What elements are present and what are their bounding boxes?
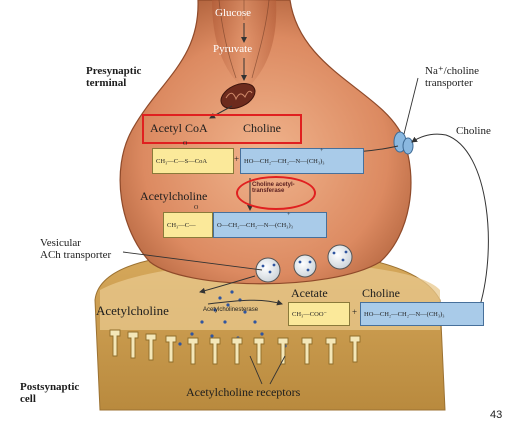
ach-n-plus: + [287, 212, 291, 218]
na-choline-transporter-label: Na⁺/choline transporter [425, 65, 480, 89]
choline-n-plus: + [320, 148, 324, 154]
pyruvate-label: Pyruvate [213, 43, 253, 55]
vesicle-3 [327, 244, 353, 270]
highlight-acetylcoa-choline [142, 114, 302, 144]
release-arrow [199, 275, 256, 294]
arrow-mito-acetylcoa [209, 105, 233, 119]
acetylcholine-top-label: Acetylcholine [140, 189, 208, 203]
ach-choline-formula-text: O—CH₂—CH₂—N—(CH₃)₃ [217, 221, 293, 229]
axon-fibers [218, 0, 270, 79]
axon-core [212, 0, 277, 90]
choline-cleft-formula: HO—CH₂—CH₂—N—(CH₃)₃ [360, 302, 484, 326]
cleft-plus-sign: + [352, 307, 358, 317]
na-choline-transporter [393, 131, 414, 155]
acetate-label: Acetate [291, 286, 328, 300]
pointer-na-transporter [403, 77, 419, 135]
plus-sign: + [234, 154, 240, 164]
postsynaptic-cell-label: Postsynaptic cell [20, 381, 80, 405]
synaptic-cleft [100, 262, 440, 330]
choline-formula: HO—CH₂—CH₂—N—(CH₃)₃ [240, 148, 364, 174]
choline-formula-text: HO—CH₂—CH₂—N—(CH₃)₃ [244, 157, 325, 165]
acetate-formula: CH₃—COO⁻ [288, 302, 350, 326]
acetylcholine-cleft-label: Acetylcholine [96, 303, 169, 318]
choline-cleft-formula-text: HO—CH₂—CH₂—N—(CH₃)₃ [364, 310, 445, 318]
highlight-choline-acetyltransferase [236, 176, 316, 210]
pointer-vesicular-transporter [122, 251, 263, 271]
vesicular-ach-transporter-label: Vesicular ACh transporter [40, 237, 112, 261]
pointer-receptors-2 [269, 355, 286, 385]
acetylcholinesterase-label: Acetylcholinesterase [203, 307, 259, 313]
choline-right-label: Choline [456, 125, 491, 137]
choline-recycle-arrow [411, 133, 489, 313]
page-number: 43 [490, 409, 503, 421]
acetate-formula-text: CH₃—COO⁻ [292, 311, 327, 318]
acetyl-coa-carbonyl-o: O [183, 141, 188, 147]
glucose-label: Glucose [215, 7, 252, 19]
ach-acyl-formula: CH₃—C— [163, 212, 213, 238]
choline-cleft-label: Choline [362, 286, 400, 300]
presynaptic-terminal-label: Presynaptic terminal [86, 65, 142, 89]
acetyl-coa-label: Acetyl CoA [150, 121, 208, 135]
acetylcholine-receptors-label: Acetylcholine receptors [186, 385, 301, 399]
vesicle-2 [293, 254, 317, 278]
pointer-receptors [249, 355, 263, 385]
vesicle-dots [261, 250, 348, 274]
acetyl-coa-formula-text: CH₃—C—S—CoA [156, 157, 208, 165]
mitochondrion [220, 82, 256, 110]
ach-acyl-formula-text: CH₃—C— [167, 221, 196, 229]
choline-top-label: Choline [243, 121, 281, 135]
ach-carbonyl-o: O [194, 205, 199, 211]
hydrolysis-arrow [207, 299, 283, 306]
acetylcholine-receptors [109, 329, 361, 365]
ach-choline-formula: O—CH₂—CH₂—N—(CH₃)₃ [213, 212, 327, 238]
acetyl-coa-formula: CH₃—C—S—CoA [152, 148, 234, 174]
